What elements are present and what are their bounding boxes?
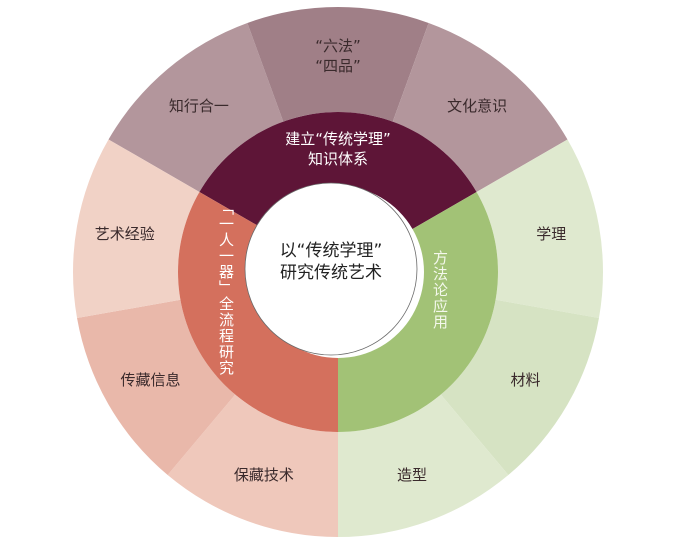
label-line: 「一人一器」 [217, 200, 235, 296]
outer-segment-label: 知行合一 [168, 97, 229, 116]
outer-segment [247, 7, 429, 122]
center-label: 以“传统学理”研究传统艺术 [280, 240, 383, 284]
outer-segment [440, 299, 599, 476]
inner-right-label: 方法论应用 [431, 250, 449, 330]
inner-segment-right [338, 192, 498, 432]
inner-left-label: 全流程研究「一人一器」 [216, 200, 236, 376]
outer-segment-label: 文化意识 [447, 97, 508, 116]
outer-segment-label: 艺术经验 [94, 225, 155, 244]
center-line: 以“传统学理” [279, 241, 383, 261]
outer-segment [476, 139, 603, 319]
outer-segment [73, 139, 200, 319]
label-line: “四品” [315, 56, 361, 75]
label-line: 全流程研究 [217, 296, 235, 376]
outer-segment [392, 22, 568, 192]
outer-segment-label: 传藏信息 [120, 371, 181, 390]
outer-segment-label: “六法”“四品” [315, 36, 361, 76]
outer-segment [108, 22, 284, 192]
outer-segment [77, 299, 236, 476]
label-line: 知识体系 [307, 150, 369, 168]
inner-top-label: 建立“传统学理” 知识体系 [285, 129, 391, 169]
center-line: 研究传统艺术 [280, 263, 382, 283]
outer-segment-label: 学理 [536, 225, 567, 244]
outer-segment-label: 材料 [510, 371, 541, 390]
outer-segment [167, 394, 338, 537]
label-line: 建立“传统学理” [285, 130, 391, 148]
outer-segment-label: 保藏技术 [233, 466, 294, 485]
center-circle [244, 182, 418, 356]
outer-segment [338, 394, 509, 537]
inner-segment-top [199, 112, 477, 229]
outer-segment-label: 造型 [397, 466, 428, 485]
label-line: “六法” [315, 36, 361, 55]
